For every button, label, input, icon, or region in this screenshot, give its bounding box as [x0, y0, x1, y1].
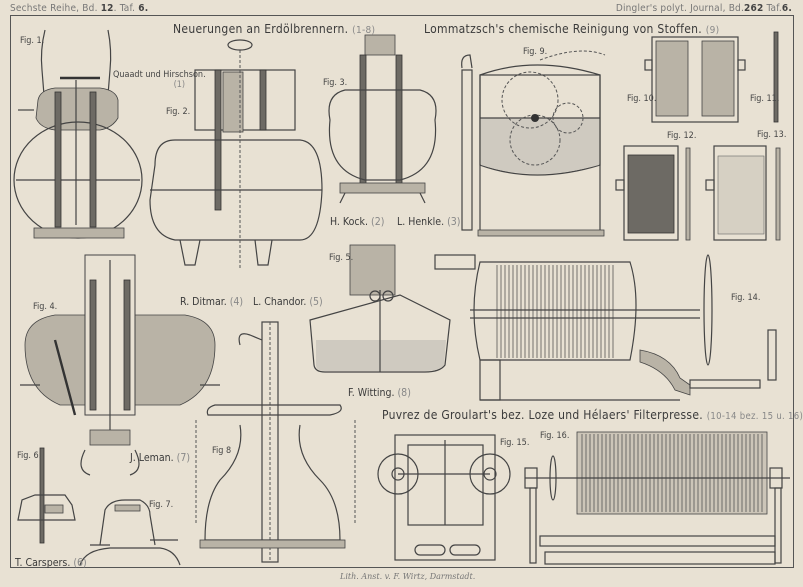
plate-border: [10, 15, 794, 568]
fig-label-16: Fig. 16.: [540, 431, 570, 441]
inventor-caption-1: Quaadt und Hirschson. (1): [113, 70, 206, 90]
journal-plate-prefix: Taf.: [763, 3, 782, 14]
plate-prefix: . Taf.: [113, 3, 136, 14]
lithographer-imprint: Lith. Anst. v. F. Wirtz, Darmstadt.: [340, 572, 476, 581]
plate-number: 6.: [138, 3, 149, 14]
fig-label-8: Fig 8: [212, 446, 232, 456]
section-figure-range: (10-14 bez. 15 u. 16): [706, 411, 803, 422]
series-label: Sechste Reihe, Bd.: [10, 3, 98, 14]
journal-label: Dingler's polyt. Journal, Bd.: [615, 3, 745, 14]
fig-label-9: Fig. 9.: [523, 47, 548, 57]
fig-label-15: Fig. 15.: [500, 438, 530, 448]
inventor-ref: (4): [229, 296, 244, 308]
inventor-caption-8: F. Witting. (8): [348, 387, 411, 399]
inventor-name: Quaadt und Hirschson.: [113, 70, 206, 80]
fig10-drawing: [644, 36, 746, 123]
inventor-caption-7: J. Leman. (7): [130, 452, 190, 464]
fig-label-5: Fig. 5.: [329, 253, 354, 263]
inventor-ref: (5): [309, 296, 323, 308]
fig6-drawing: [17, 447, 76, 544]
inventor-ref: (3): [447, 216, 461, 228]
inventor-ref: (2): [371, 216, 385, 228]
fig2-drawing: [149, 39, 323, 270]
journal-header: Dingler's polyt. Journal, Bd.262 Taf.6.: [616, 3, 792, 14]
inventor-caption-4: R. Ditmar. (4): [180, 296, 243, 308]
fig14-drawing: [434, 254, 777, 401]
fig1-drawing: [13, 29, 143, 239]
inventor-caption-6: T. Carspers. (6): [15, 557, 87, 569]
inventor-ref: (7): [176, 452, 191, 464]
fig-label-1: Fig. 1.: [20, 36, 45, 46]
section-title-text: Lommatzsch's chemische Reinigung von Sto…: [424, 22, 703, 36]
fig13-drawing: [705, 145, 781, 241]
fig9-drawing: [461, 50, 606, 237]
fig-label-10: Fig. 10.: [627, 94, 657, 104]
fig-label-3: Fig. 3.: [323, 78, 348, 88]
inventor-name: L. Henkle.: [397, 216, 445, 228]
fig4-drawing: [20, 254, 220, 476]
section-title-text: Neuerungen an Erdölbrennern.: [173, 22, 349, 36]
inventor-ref: (6): [73, 557, 87, 569]
inventor-name: R. Ditmar.: [180, 296, 227, 308]
inventor-caption-5: L. Chandor. (5): [253, 296, 323, 308]
section-title-text: Puvrez de Groulart's bez. Loze und Hélae…: [382, 408, 704, 422]
inventor-name: F. Witting.: [348, 387, 395, 399]
fig11-drawing: [773, 31, 779, 123]
section-figure-range: (9): [705, 25, 720, 36]
fig-label-12: Fig. 12.: [667, 131, 697, 141]
series-header: Sechste Reihe, Bd. 12. Taf. 6.: [10, 3, 148, 14]
section-title-oil-burners: Neuerungen an Erdölbrennern. (1-8): [173, 22, 375, 36]
fig15-drawing: [377, 434, 511, 561]
fig-label-13: Fig. 13.: [757, 130, 787, 140]
fig3-drawing: [328, 34, 437, 204]
inventor-ref: (1): [173, 80, 186, 90]
section-figure-range: (1-8): [352, 25, 376, 36]
series-volume: 12: [100, 3, 114, 14]
inventor-ref: (8): [397, 387, 411, 399]
fig-label-7: Fig. 7.: [149, 500, 174, 510]
fig12-drawing: [615, 145, 691, 241]
fig-label-11: Fig. 11.: [750, 94, 780, 104]
journal-volume: 262: [744, 3, 764, 14]
fig8-drawing: [195, 321, 356, 563]
fig7-drawing: [79, 499, 181, 566]
fig-label-6: Fig. 6.: [17, 451, 42, 461]
fig-label-14: Fig. 14.: [731, 293, 761, 303]
section-title-chemical-cleaning: Lommatzsch's chemische Reinigung von Sto…: [424, 22, 719, 36]
inventor-name: T. Carspers.: [15, 557, 71, 569]
fig16-drawing: [524, 431, 790, 565]
inventor-name: H. Kock.: [330, 216, 369, 228]
fig5-drawing: [309, 244, 451, 373]
fig-label-2: Fig. 2.: [166, 107, 191, 117]
inventor-caption-2: H. Kock. (2): [330, 216, 384, 228]
section-title-filter-press: Puvrez de Groulart's bez. Loze und Hélae…: [382, 408, 803, 422]
inventor-name: J. Leman.: [130, 452, 174, 464]
inventor-name: L. Chandor.: [253, 296, 307, 308]
journal-plate-number: 6.: [781, 3, 792, 14]
inventor-caption-3: L. Henkle. (3): [397, 216, 460, 228]
fig-label-4: Fig. 4.: [33, 302, 58, 312]
